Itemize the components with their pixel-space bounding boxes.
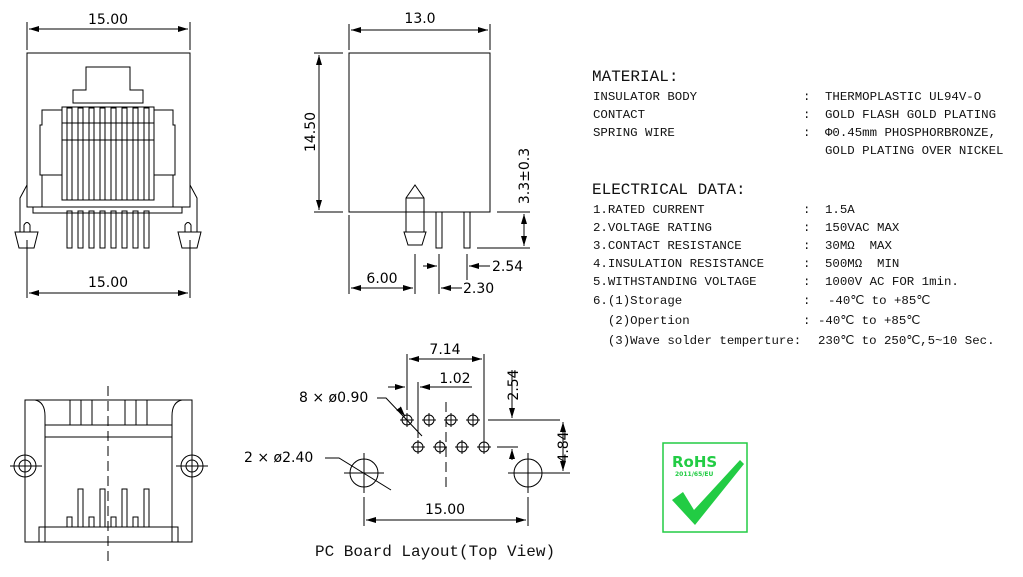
- separator: :: [803, 108, 810, 122]
- rear-view: [10, 386, 208, 565]
- rohs-logo: RoHS 2011/65/EU: [662, 442, 748, 533]
- separator: :: [803, 239, 810, 253]
- row-pitch-label: 2.54: [506, 369, 522, 400]
- electrical-value: 1.5A: [825, 203, 855, 217]
- separator: :: [803, 90, 810, 104]
- material-heading: MATERIAL:: [592, 68, 678, 86]
- electrical-label: 6.(1)Storage: [593, 294, 682, 308]
- side-view: 13.0 14.50 3.3±0.3 6.00 2.54 2.30: [303, 11, 533, 297]
- electrical-heading: ELECTRICAL DATA:: [592, 181, 746, 199]
- material-label: CONTACT: [593, 108, 645, 122]
- separator: :: [803, 221, 810, 235]
- front-width-top-label: 15.00: [88, 12, 128, 28]
- side-height-label: 14.50: [303, 112, 319, 152]
- electrical-label: (3)Wave solder temperture:: [593, 334, 801, 348]
- material-value: GOLD FLASH GOLD PLATING: [825, 108, 996, 122]
- electrical-value: 150VAC MAX: [825, 221, 900, 235]
- electrical-value: -40℃ to +85℃: [828, 294, 930, 308]
- electrical-label: 3.CONTACT RESISTANCE: [593, 239, 742, 253]
- electrical-value: -40℃ to +85℃: [818, 314, 920, 328]
- small-holes-label: 8 × ø0.90: [299, 390, 368, 406]
- separator: :: [803, 257, 810, 271]
- material-label: INSULATOR BODY: [593, 90, 698, 104]
- separator: :: [803, 314, 810, 328]
- electrical-value: 30MΩ MAX: [825, 239, 892, 253]
- electrical-section: ELECTRICAL DATA: 1.RATED CURRENT : 1.5A …: [592, 181, 995, 348]
- electrical-label: 4.INSULATION RESISTANCE: [593, 257, 764, 271]
- material-value: GOLD PLATING OVER NICKEL: [825, 144, 1003, 158]
- electrical-label: 2.VOLTAGE RATING: [593, 221, 712, 235]
- electrical-label: 5.WITHSTANDING VOLTAGE: [593, 275, 757, 289]
- pin-pitch-x-label: 1.02: [439, 371, 470, 387]
- separator: :: [803, 294, 810, 308]
- electrical-value: 1000V AC FOR 1min.: [825, 275, 959, 289]
- material-value: Φ0.45mm PHOSPHORBRONZE,: [825, 126, 996, 140]
- pin-offset-label: 2.30: [463, 281, 494, 297]
- material-section: MATERIAL: INSULATOR BODY : THERMOPLASTIC…: [592, 68, 1003, 158]
- rohs-title: RoHS: [672, 453, 717, 471]
- row-to-hole-label: 4.84: [556, 431, 572, 462]
- pin-length-label: 3.3±0.3: [517, 148, 533, 204]
- hole-span-label: 15.00: [425, 502, 465, 518]
- electrical-value: 500MΩ MIN: [825, 257, 899, 271]
- large-holes-label: 2 × ø2.40: [244, 450, 313, 466]
- pcb-layout: 7.14 1.02 2.54 4.84 15.00 8 × ø0.90 2 × …: [244, 342, 572, 561]
- side-width-label: 13.0: [404, 11, 435, 27]
- separator: :: [803, 203, 810, 217]
- electrical-label: 1.RATED CURRENT: [593, 203, 705, 217]
- material-value: THERMOPLASTIC UL94V-O: [825, 90, 981, 104]
- front-view: 15.00 15.00: [14, 12, 202, 298]
- electrical-label: (2)Opertion: [593, 314, 690, 328]
- post-offset-label: 6.00: [366, 271, 397, 287]
- electrical-value: 230℃ to 250℃,5~10 Sec.: [818, 334, 995, 348]
- rohs-directive: 2011/65/EU: [675, 471, 714, 478]
- material-label: SPRING WIRE: [593, 126, 675, 140]
- pcb-layout-title: PC Board Layout(Top View): [315, 543, 555, 561]
- pin-pitch-label: 2.54: [492, 259, 523, 275]
- checkmark-icon: [672, 460, 744, 525]
- front-width-bottom-label: 15.00: [88, 275, 128, 291]
- pin-span-label: 7.14: [429, 342, 460, 358]
- separator: :: [803, 126, 810, 140]
- separator: :: [803, 275, 810, 289]
